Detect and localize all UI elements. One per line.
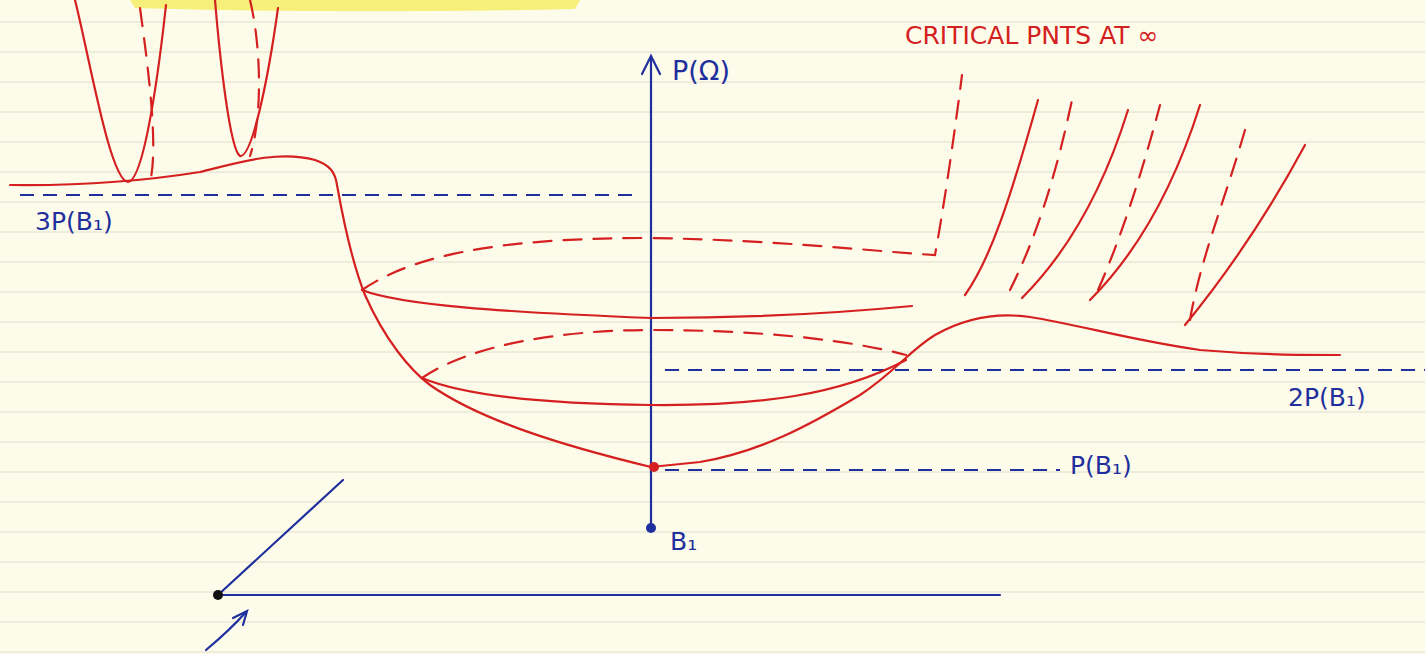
level-label: P(B₁) — [1070, 452, 1132, 480]
base-point — [646, 523, 656, 533]
point-label: B₁ — [670, 528, 697, 556]
minimum-point — [649, 462, 659, 472]
energy-surface-hidden — [140, 0, 1245, 378]
critical-points-note: CRITICAL PNTS AT ∞ — [905, 22, 1158, 50]
level-label: 2P(B₁) — [1288, 384, 1366, 412]
level-label: 3P(B₁) — [35, 208, 113, 236]
paper-rules — [0, 22, 1425, 652]
axes — [206, 56, 1000, 650]
level-lines — [20, 195, 1425, 470]
energy-surface — [10, 0, 1340, 467]
axis-label: P(Ω) — [672, 56, 730, 86]
origin-point — [213, 590, 223, 600]
highlight-mark — [130, 0, 580, 11]
